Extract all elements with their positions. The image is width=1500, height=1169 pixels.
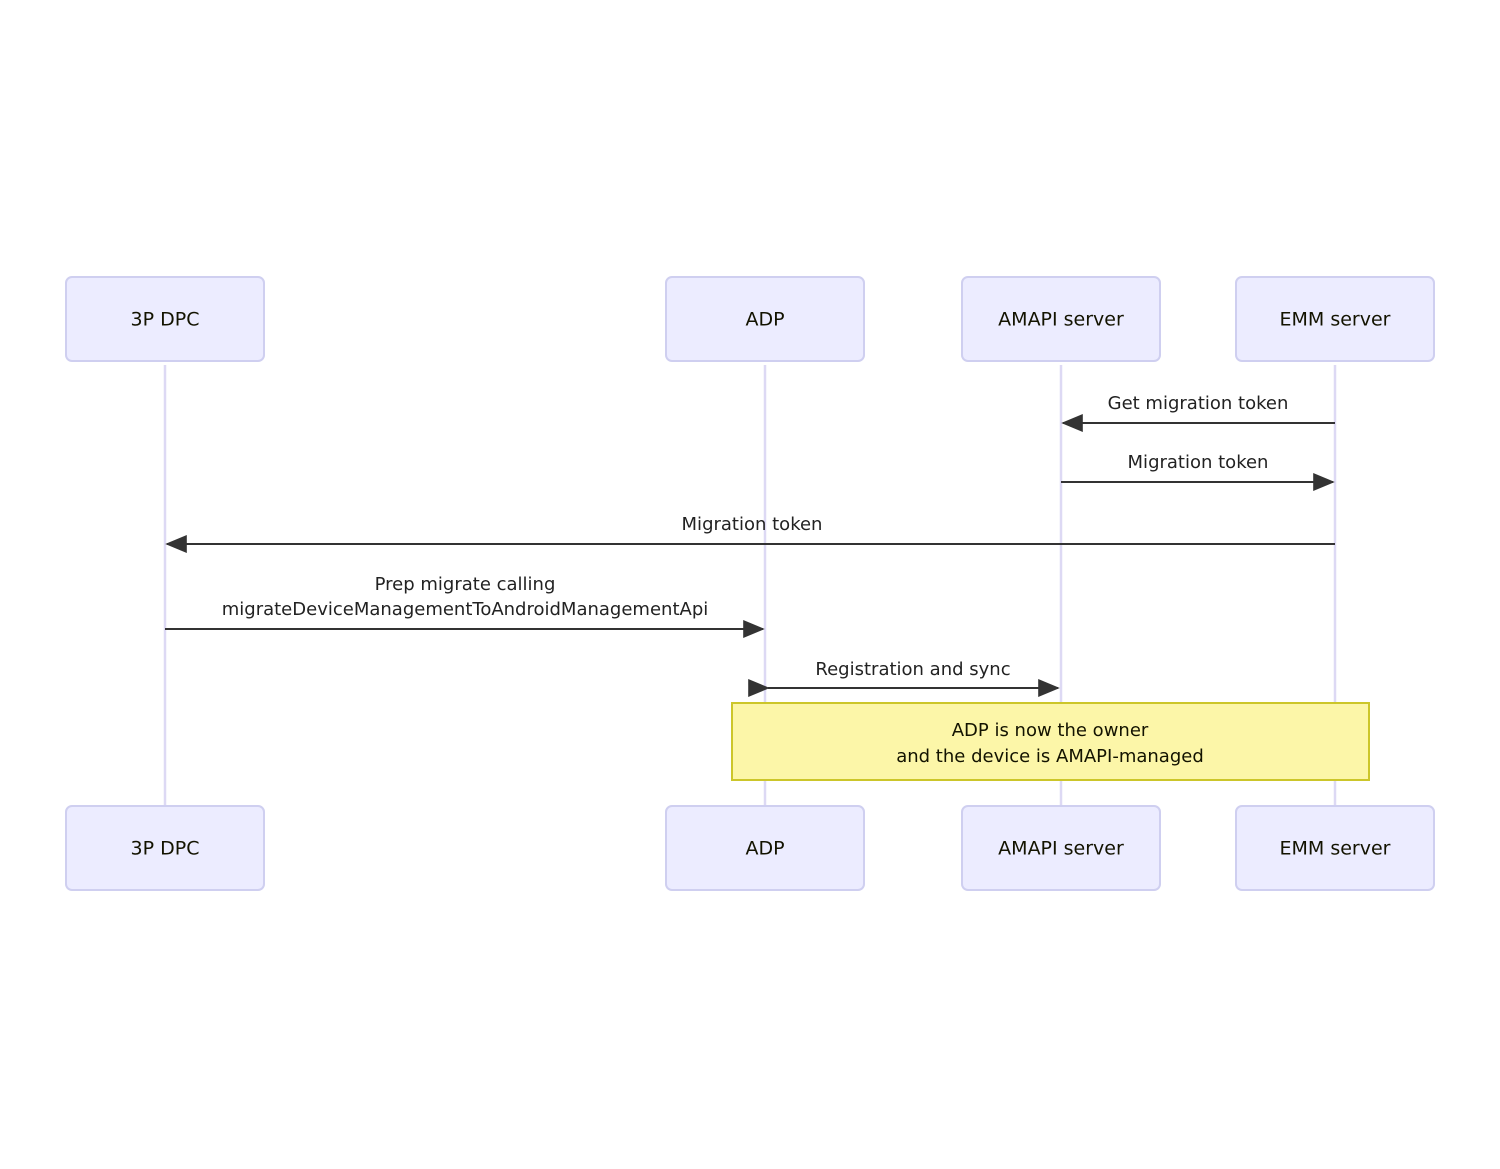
message-migration-token-to-dpc: Migration token: [165, 514, 1335, 553]
participant-box[interactable]: [1235, 805, 1435, 891]
note-box: [731, 702, 1370, 781]
participant-label: ADP: [745, 838, 784, 860]
message-label: Migration token: [1128, 452, 1269, 473]
participant-label: ADP: [745, 309, 784, 331]
message-label-line2: migrateDeviceManagementToAndroidManageme…: [222, 599, 709, 620]
participant-label: AMAPI server: [998, 309, 1124, 331]
participant-label: EMM server: [1280, 309, 1391, 331]
participants-top: 3P DPC ADP AMAPI server EMM server: [65, 276, 1435, 362]
participant-label: EMM server: [1280, 838, 1391, 860]
participant-adp-top[interactable]: ADP: [665, 276, 865, 362]
note-adp-owner: ADP is now the owner and the device is A…: [731, 702, 1370, 781]
participant-box[interactable]: [65, 276, 265, 362]
message-label: Migration token: [682, 514, 823, 535]
messages: Get migration token Migration token Migr…: [165, 393, 1335, 697]
participant-label: 3P DPC: [131, 309, 200, 331]
message-label: Get migration token: [1108, 393, 1289, 414]
participant-box[interactable]: [1235, 276, 1435, 362]
participant-box[interactable]: [961, 276, 1161, 362]
message-registration-and-sync: Registration and sync: [748, 659, 1060, 697]
participant-label: 3P DPC: [131, 838, 200, 860]
participant-dpc-bottom[interactable]: 3P DPC: [65, 805, 265, 891]
participant-box[interactable]: [65, 805, 265, 891]
participant-label: AMAPI server: [998, 838, 1124, 860]
participant-box[interactable]: [665, 276, 865, 362]
message-get-migration-token: Get migration token: [1061, 393, 1335, 432]
message-prep-migrate: Prep migrate calling migrateDeviceManage…: [165, 574, 765, 638]
message-migration-token-to-emm: Migration token: [1061, 452, 1335, 491]
participant-emm-top[interactable]: EMM server: [1235, 276, 1435, 362]
message-label-line1: Prep migrate calling: [375, 574, 556, 595]
participant-adp-bottom[interactable]: ADP: [665, 805, 865, 891]
participant-box[interactable]: [961, 805, 1161, 891]
message-label: Registration and sync: [815, 659, 1010, 680]
participant-amapi-bottom[interactable]: AMAPI server: [961, 805, 1161, 891]
note-line1: ADP is now the owner: [952, 720, 1149, 741]
participant-box[interactable]: [665, 805, 865, 891]
participant-dpc-top[interactable]: 3P DPC: [65, 276, 265, 362]
participants-bottom: 3P DPC ADP AMAPI server EMM server: [65, 805, 1435, 891]
participant-amapi-top[interactable]: AMAPI server: [961, 276, 1161, 362]
note-line2: and the device is AMAPI-managed: [896, 746, 1204, 767]
participant-emm-bottom[interactable]: EMM server: [1235, 805, 1435, 891]
